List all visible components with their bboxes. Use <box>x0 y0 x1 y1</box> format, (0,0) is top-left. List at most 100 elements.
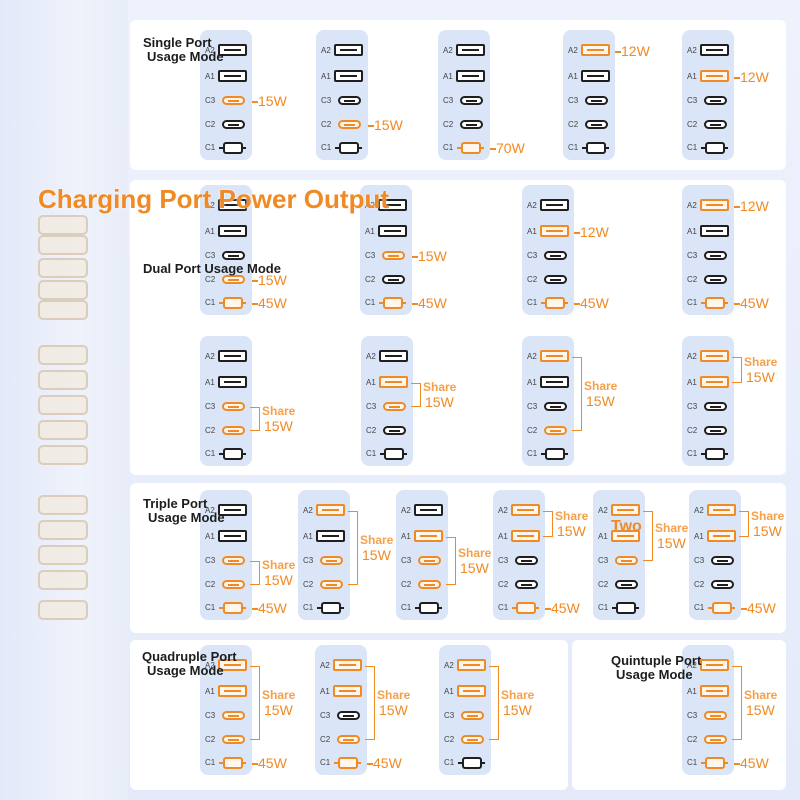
usb-c-port-icon <box>383 402 406 411</box>
product-photo-thumbnail <box>38 258 88 278</box>
port-row-c1: C1 <box>689 601 741 615</box>
port-label: C1 <box>568 143 579 152</box>
watt-label: 45W <box>740 755 769 771</box>
usb-c-port-icon <box>515 556 538 565</box>
usb-a-port-icon <box>511 504 540 516</box>
port-label: C3 <box>443 96 454 105</box>
port-label: A1 <box>498 532 508 541</box>
port-row-c2: C2 <box>522 273 574 287</box>
usb-c-port-icon <box>544 251 567 260</box>
port-label: A2 <box>320 661 330 670</box>
port-label: C3 <box>205 402 216 411</box>
port-row-a1: A1 <box>360 225 412 239</box>
port-row-a2: A2 <box>298 504 350 518</box>
connector-line <box>252 303 258 305</box>
usb-a-port-icon <box>707 504 736 516</box>
port-label: C3 <box>321 96 332 105</box>
port-row-a1: A1 <box>200 70 252 84</box>
usb-c-cable-port-icon <box>219 602 246 614</box>
port-row-c2: C2 <box>682 118 734 132</box>
dual-port-title: Dual Port Usage Mode <box>143 262 281 276</box>
usb-c-cable-port-icon <box>219 297 246 309</box>
port-label: A2 <box>205 506 215 515</box>
usb-a-port-icon <box>540 199 569 211</box>
single-port-title: Single Port Usage Mode <box>143 36 224 64</box>
connector-line <box>252 280 258 282</box>
usb-a-port-icon <box>700 685 729 697</box>
usb-a-port-icon <box>218 685 247 697</box>
port-label: A1 <box>366 378 376 387</box>
port-label: A1 <box>443 72 453 81</box>
usb-c-port-icon <box>222 251 245 260</box>
two-label: Two <box>611 518 642 535</box>
connector-line <box>490 148 496 150</box>
port-row-c2: C2 <box>522 424 574 438</box>
product-photo-thumbnail <box>38 280 88 300</box>
share-bracket <box>250 666 260 740</box>
connector-line <box>412 256 418 258</box>
usb-c-port-icon <box>222 402 245 411</box>
port-row-a1: A1 <box>315 685 367 699</box>
usb-a-port-icon <box>334 70 363 82</box>
port-row-c1: C1 <box>438 141 490 155</box>
port-label: C1 <box>687 758 698 767</box>
usb-c-cable-port-icon <box>219 757 246 769</box>
usb-c-port-icon <box>704 426 727 435</box>
usb-c-port-icon <box>337 711 360 720</box>
usb-a-port-icon <box>540 376 569 388</box>
port-label: C3 <box>568 96 579 105</box>
port-row-c1: C1 <box>316 141 368 155</box>
shared-watt-label: 15W <box>264 702 293 718</box>
usb-a-port-icon <box>456 44 485 56</box>
port-row-a1: A1 <box>682 225 734 239</box>
quadruple-port-title-line2: Usage Mode <box>147 663 224 678</box>
port-row-a1: A1 <box>493 530 545 544</box>
port-row-a1: A1 <box>200 685 252 699</box>
port-row-c2: C2 <box>315 733 367 747</box>
port-row-c3: C3 <box>593 554 645 568</box>
usb-c-cable-port-icon <box>380 448 407 460</box>
port-label: A1 <box>365 227 375 236</box>
share-label: Share <box>262 404 296 418</box>
port-label: A2 <box>443 46 453 55</box>
port-row-c2: C2 <box>682 424 734 438</box>
port-row-a1: A1 <box>593 530 645 544</box>
port-label: C2 <box>527 275 538 284</box>
usb-c-port-icon <box>222 580 245 589</box>
port-label: C3 <box>320 711 331 720</box>
port-label: C2 <box>568 120 579 129</box>
port-label: A2 <box>205 46 215 55</box>
port-row-a1: A1 <box>200 530 252 544</box>
usb-c-port-icon <box>383 426 406 435</box>
port-label: C2 <box>401 580 412 589</box>
port-row-c1: C1 <box>682 447 734 461</box>
port-label: C1 <box>205 298 216 307</box>
port-row-c1: C1 <box>522 447 574 461</box>
port-row-c1: C1 <box>200 756 252 770</box>
usb-c-cable-port-icon <box>582 142 609 154</box>
product-photo-thumbnail <box>38 420 88 440</box>
connector-line <box>734 303 740 305</box>
quintuple-port-title-line2: Usage Mode <box>616 667 693 682</box>
usb-c-port-icon <box>615 556 638 565</box>
port-row-c3: C3 <box>563 94 615 108</box>
watt-label: 45W <box>373 755 402 771</box>
port-label: A1 <box>205 72 215 81</box>
shared-watt-label: 15W <box>746 702 775 718</box>
usb-c-port-icon <box>704 402 727 411</box>
port-label: C2 <box>687 735 698 744</box>
port-label: A2 <box>687 661 697 670</box>
usb-c-port-icon <box>704 275 727 284</box>
port-row-c2: C2 <box>200 578 252 592</box>
usb-a-port-icon <box>700 44 729 56</box>
connector-line <box>734 77 740 79</box>
usb-a-port-icon <box>540 225 569 237</box>
product-photo-thumbnail <box>38 345 88 365</box>
connector-line <box>368 125 374 127</box>
usb-c-cable-port-icon <box>701 448 728 460</box>
